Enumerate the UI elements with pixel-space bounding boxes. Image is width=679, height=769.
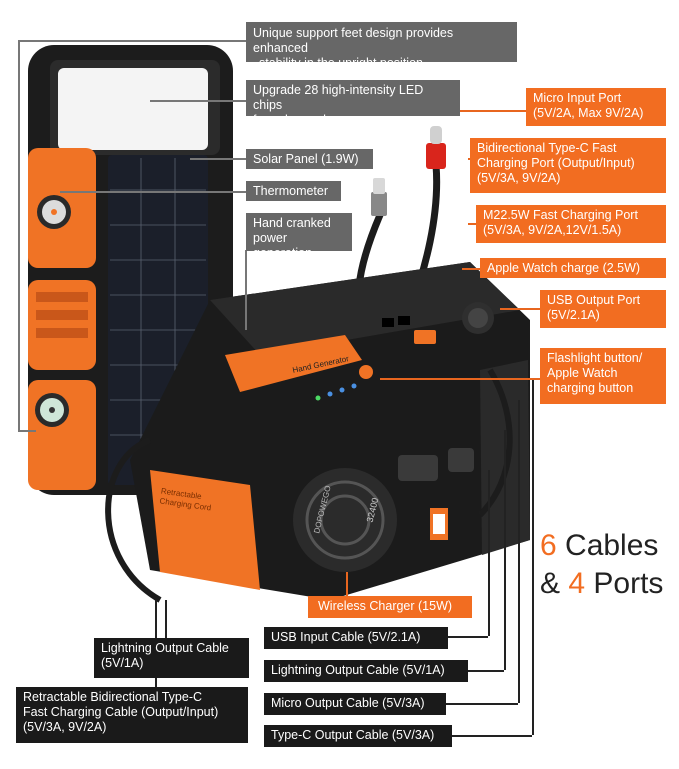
callout-text: Unique support feet design provides enha… — [253, 26, 454, 55]
leader-line — [504, 430, 506, 670]
leader-line — [380, 378, 540, 380]
leader-line — [18, 430, 36, 432]
callout-text: for enhanced emergency rescue — [253, 113, 433, 127]
upright-power-bank — [28, 45, 233, 495]
headline-amp: & — [540, 567, 569, 600]
horizontal-power-bank — [130, 262, 530, 600]
callout-m22-port: M22.5W Fast Charging Port (5V/3A, 9V/2A,… — [476, 205, 666, 243]
leader-line — [450, 735, 532, 737]
cables-loose — [105, 368, 513, 603]
callout-text: Retractable Bidirectional Type-C — [23, 690, 203, 704]
lightning-connector-icon — [371, 192, 387, 216]
callout-text: Apple Watch — [547, 366, 618, 380]
callout-support-feet: Unique support feet design provides enha… — [246, 22, 517, 70]
callout-led-chips: Upgrade 28 high-intensity LED chips for … — [246, 80, 460, 127]
callout-typec-output-cable: Type-C Output Cable (5V/3A) — [264, 725, 452, 747]
callout-usb-output: USB Output Port (5V/2.1A) — [540, 290, 666, 328]
port — [382, 318, 394, 327]
headline-cables: 6 Cables — [540, 528, 658, 564]
leader-line — [500, 308, 540, 310]
type-c-connector-icon — [426, 143, 446, 169]
callout-text: Hand cranked — [253, 216, 331, 230]
leader-line — [436, 110, 526, 112]
callout-text: USB Input Cable (5V/2.1A) — [271, 630, 421, 644]
callout-text: USB Output Port — [547, 293, 641, 307]
callout-thermometer: Thermometer — [246, 181, 341, 201]
leader-line — [518, 400, 520, 703]
callout-text: Micro Output Cable (5V/3A) — [271, 696, 425, 710]
callout-text: stability in the upright position. — [259, 56, 427, 70]
leader-line — [532, 380, 534, 735]
leader-line — [446, 703, 518, 705]
callout-micro-output-cable: Micro Output Cable (5V/3A) — [264, 693, 446, 715]
callout-text: Fast Charging Cable (Output/Input) — [23, 705, 219, 719]
callout-lightning-output-cable: Lightning Output Cable (5V/1A) — [264, 660, 468, 682]
leader-line — [190, 158, 246, 160]
leader-line — [60, 191, 246, 193]
callout-text: Micro Input Port — [533, 91, 622, 105]
leader-line — [18, 40, 248, 42]
ports-word: Ports — [585, 567, 664, 600]
callout-text: power generation — [253, 231, 313, 260]
callout-apple-watch-charge: Apple Watch charge (2.5W) — [480, 258, 666, 278]
headline-ports: & 4 Ports — [540, 566, 663, 602]
leader-line — [165, 600, 167, 638]
callout-wireless-charger: Wireless Charger (15W) — [308, 596, 472, 618]
leader-line — [488, 470, 490, 636]
leader-line — [466, 670, 504, 672]
callout-text: Lightning Output Cable — [101, 641, 229, 655]
leader-line — [462, 268, 482, 270]
led-panel — [58, 68, 208, 150]
callout-micro-input: Micro Input Port (5V/2A, Max 9V/2A) — [526, 88, 666, 126]
leader-line — [245, 250, 247, 330]
flashlight-button — [359, 365, 373, 379]
leader-line — [18, 40, 20, 430]
callout-text: (5V/3A, 9V/2A) — [23, 720, 107, 734]
ports-count: 4 — [568, 567, 586, 600]
cables-word: Cables — [556, 529, 659, 562]
callout-hand-crank: Hand cranked power generation — [246, 213, 352, 260]
cables-count: 6 — [540, 529, 557, 562]
callout-flashlight-button: Flashlight button/ Apple Watch charging … — [540, 348, 666, 404]
callout-text: Type-C Output Cable (5V/3A) — [271, 728, 435, 742]
callout-text: (5V/3A, 9V/2A,12V/1.5A) — [483, 223, 622, 237]
callout-lightning-output-left: Lightning Output Cable (5V/1A) — [94, 638, 249, 678]
callout-text: Upgrade 28 high-intensity LED chips — [253, 83, 424, 112]
callout-text: Thermometer — [253, 184, 329, 198]
leader-line — [448, 636, 488, 638]
callout-usb-input-cable: USB Input Cable (5V/2.1A) — [264, 627, 448, 649]
callout-text: Solar Panel (1.9W) — [253, 152, 359, 166]
callout-text: Charging Port (Output/Input) — [477, 156, 635, 170]
callout-solar-panel: Solar Panel (1.9W) — [246, 149, 373, 169]
callout-text: Wireless Charger (15W) — [318, 599, 453, 613]
callout-text: (5V/3A, 9V/2A) — [477, 171, 561, 185]
callout-text: Lightning Output Cable (5V/1A) — [271, 663, 445, 677]
leader-line — [150, 100, 246, 102]
port — [398, 316, 410, 325]
callout-text: (5V/2.1A) — [547, 308, 600, 322]
wireless-charger-pad — [293, 468, 397, 572]
hand-crank — [225, 335, 362, 392]
end-cap — [150, 470, 260, 590]
callout-bidirectional-typec-port: Bidirectional Type-C Fast Charging Port … — [470, 138, 666, 193]
usb-port — [414, 330, 436, 344]
leader-line — [468, 223, 478, 225]
callout-text: charging button — [547, 381, 634, 395]
callout-text: Flashlight button/ — [547, 351, 643, 365]
callout-retractable-typec: Retractable Bidirectional Type-C Fast Ch… — [16, 687, 248, 743]
callout-text: Apple Watch charge (2.5W) — [487, 261, 641, 275]
callout-text: Bidirectional Type-C Fast — [477, 141, 617, 155]
callout-text: (5V/2A, Max 9V/2A) — [533, 106, 644, 120]
leader-line — [346, 572, 348, 602]
callout-text: M22.5W Fast Charging Port — [483, 208, 638, 222]
callout-text: (5V/1A) — [101, 656, 144, 670]
